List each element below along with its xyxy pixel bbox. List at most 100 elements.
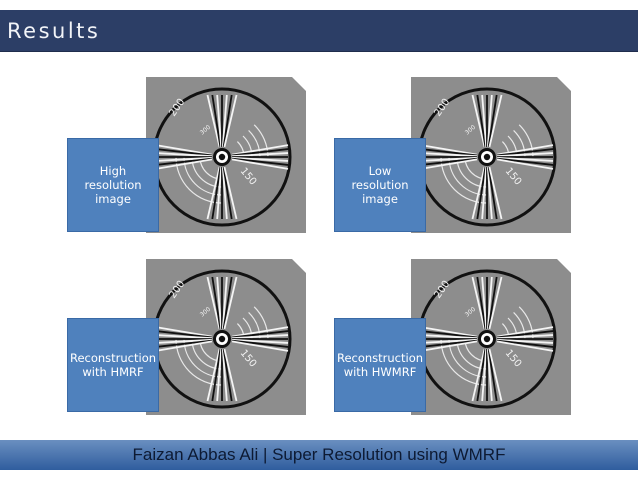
- wedge-line: [211, 348, 222, 402]
- wedge-line: [211, 94, 222, 148]
- label-reconstruction-hwmrf: Reconstruction with HWMRF: [334, 318, 426, 412]
- wedge-line: [155, 156, 213, 162]
- wedge-line: [471, 166, 486, 220]
- wedge-line: [155, 340, 213, 352]
- wedge-line: [488, 276, 503, 330]
- chart-number-150: 150: [503, 166, 524, 188]
- wedge-line: [496, 152, 554, 158]
- wedge-line: [476, 94, 487, 148]
- wedge-line: [206, 348, 221, 402]
- wedge-line: [420, 339, 478, 348]
- wedge-line: [420, 156, 478, 162]
- wedge-line: [155, 338, 213, 344]
- wedge-line: [155, 339, 213, 348]
- wedge-line: [420, 148, 478, 157]
- footer-text: Faizan Abbas Ali | Super Resolution usin…: [132, 445, 506, 464]
- wedge-line: [155, 158, 213, 170]
- wedge-line: [486, 94, 493, 148]
- wedge-line: [420, 152, 478, 158]
- wedge-line: [206, 94, 221, 148]
- wedge-line: [487, 166, 498, 220]
- wedge-line: [155, 326, 213, 338]
- panel-label-text: High resolution image: [84, 164, 142, 206]
- wedge-line: [486, 166, 493, 220]
- wedge-line: [486, 276, 493, 330]
- wedge-line: [231, 152, 289, 158]
- wedge-line: [222, 276, 233, 330]
- wedge-line: [231, 340, 289, 352]
- wedge-line: [496, 340, 554, 352]
- center-target-dot: [483, 335, 491, 343]
- wedge-line: [420, 340, 478, 352]
- chart-number-150: 150: [238, 348, 259, 370]
- wedge-line: [481, 166, 488, 220]
- wedge-line: [420, 326, 478, 338]
- chart-number-150: 150: [238, 166, 259, 188]
- wedge-line: [496, 157, 554, 166]
- slide-title: Results: [7, 19, 101, 43]
- wedge-line: [476, 276, 487, 330]
- wedge-line: [471, 276, 486, 330]
- wedge-line: [496, 326, 554, 338]
- wedge-line: [420, 158, 478, 170]
- wedge-line: [420, 334, 478, 340]
- wedge-line: [487, 94, 498, 148]
- wedge-line: [487, 276, 498, 330]
- wedge-line: [222, 94, 233, 148]
- wedge-line: [223, 166, 238, 220]
- slide-title-bar: Results: [0, 10, 638, 52]
- panel-label-text: Reconstruction with HWMRF: [336, 351, 424, 379]
- wedge-line: [496, 158, 554, 170]
- wedge-line: [488, 166, 503, 220]
- label-reconstruction-hmrf: Reconstruction with HMRF: [67, 318, 159, 412]
- wedge-line: [471, 348, 486, 402]
- wedge-line: [155, 148, 213, 157]
- wedge-line: [476, 166, 487, 220]
- wedge-line: [481, 94, 488, 148]
- wedge-line: [206, 276, 221, 330]
- wedge-line: [231, 144, 289, 156]
- label-high-resolution: High resolution image: [67, 138, 159, 232]
- wedge-line: [206, 166, 221, 220]
- wedge-line: [221, 276, 228, 330]
- center-target-dot: [483, 153, 491, 161]
- wedge-line: [155, 334, 213, 340]
- wedge-line: [231, 338, 289, 344]
- wedge-line: [231, 156, 289, 162]
- wedge-line: [221, 166, 228, 220]
- wedge-line: [420, 330, 478, 339]
- center-target-dot: [218, 335, 226, 343]
- center-target-dot: [218, 153, 226, 161]
- wedge-line: [216, 166, 223, 220]
- wedge-line: [231, 330, 289, 339]
- wedge-line: [231, 158, 289, 170]
- wedge-line: [481, 276, 488, 330]
- wedge-line: [496, 338, 554, 344]
- wedge-line: [221, 348, 228, 402]
- wedge-line: [155, 152, 213, 158]
- wedge-line: [420, 338, 478, 344]
- panel-label-text: Reconstruction with HMRF: [69, 351, 157, 379]
- wedge-line: [223, 94, 238, 148]
- wedge-line: [221, 94, 228, 148]
- wedge-line: [231, 148, 289, 157]
- wedge-line: [231, 334, 289, 340]
- wedge-line: [420, 157, 478, 166]
- wedge-line: [216, 94, 223, 148]
- wedge-line: [420, 144, 478, 156]
- wedge-line: [496, 339, 554, 348]
- chart-number-150: 150: [503, 348, 524, 370]
- wedge-line: [486, 348, 493, 402]
- wedge-line: [231, 326, 289, 338]
- slide-footer: Faizan Abbas Ali | Super Resolution usin…: [0, 440, 638, 470]
- wedge-line: [155, 330, 213, 339]
- wedge-line: [222, 348, 233, 402]
- wedge-line: [223, 348, 238, 402]
- wedge-line: [231, 339, 289, 348]
- label-low-resolution: Low resolution image: [334, 138, 426, 232]
